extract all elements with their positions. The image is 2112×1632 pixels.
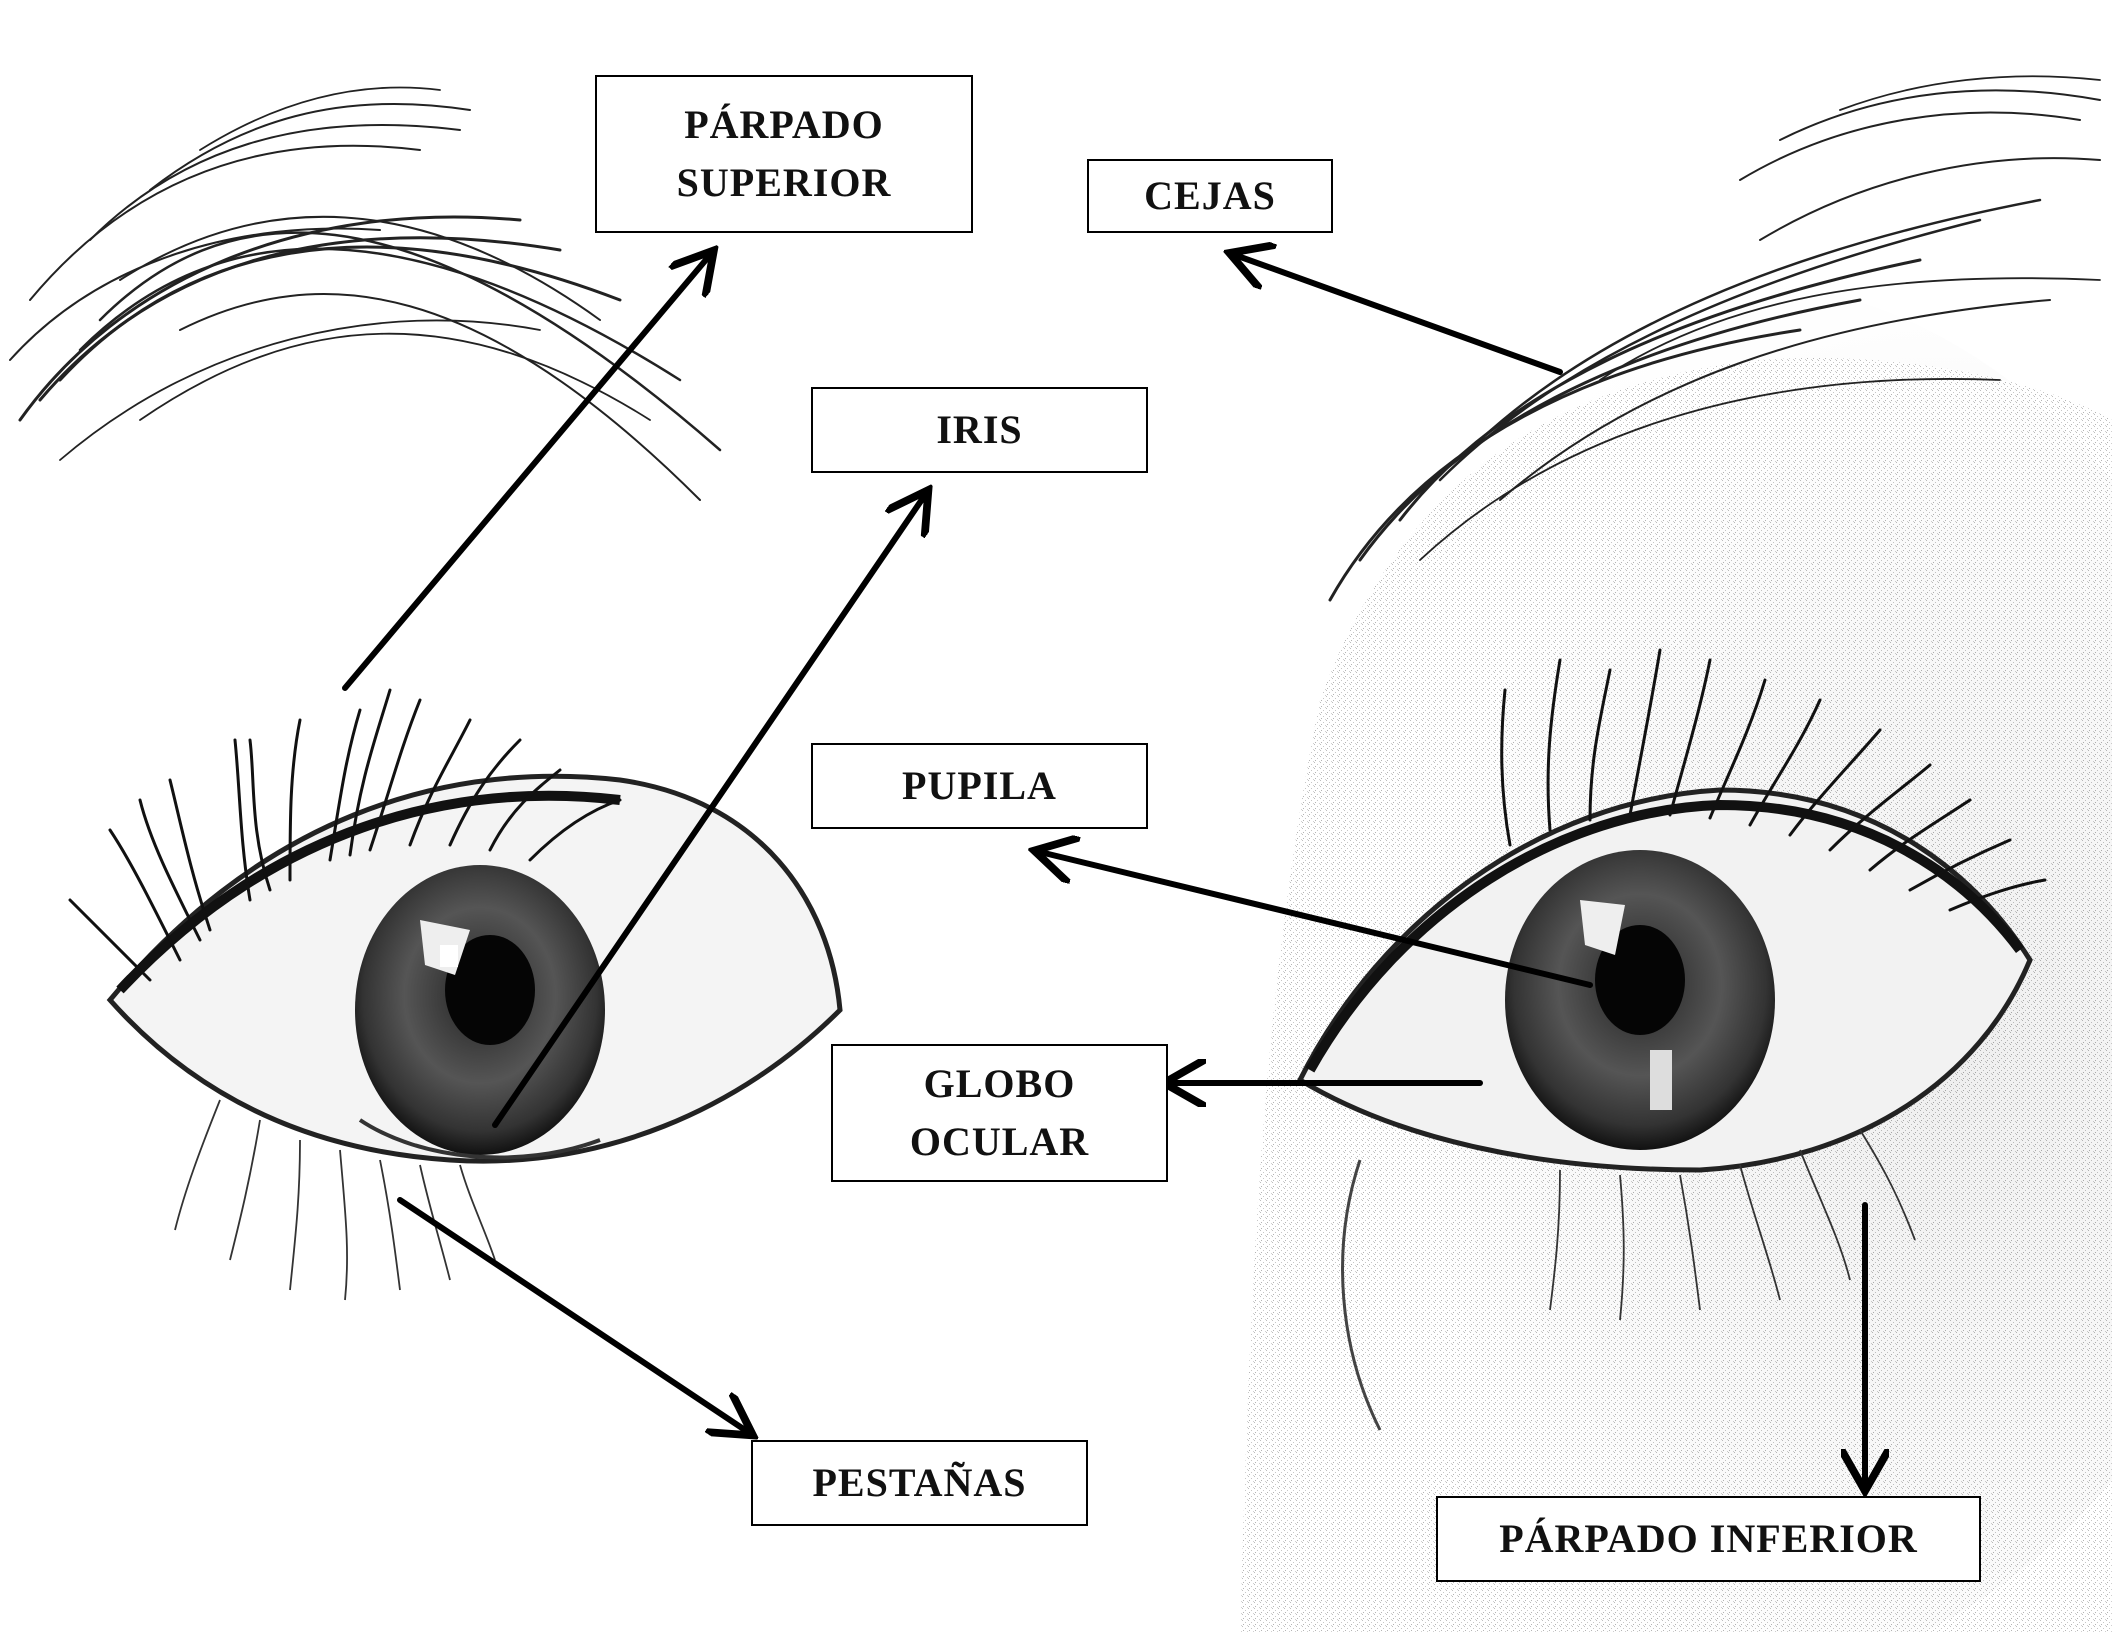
label-iris-text: IRIS bbox=[936, 401, 1022, 459]
label-pestanas: PESTAÑAS bbox=[751, 1440, 1088, 1526]
arrow-parpado-superior bbox=[345, 255, 710, 688]
label-pupila: PUPILA bbox=[811, 743, 1148, 829]
label-parpado-superior-text: PÁRPADO SUPERIOR bbox=[677, 96, 892, 212]
label-globo-ocular-text: GLOBO OCULAR bbox=[910, 1055, 1089, 1171]
label-cejas: CEJAS bbox=[1087, 159, 1333, 233]
label-pestanas-text: PESTAÑAS bbox=[813, 1454, 1027, 1512]
label-parpado-superior: PÁRPADO SUPERIOR bbox=[595, 75, 973, 233]
label-cejas-text: CEJAS bbox=[1144, 167, 1276, 225]
label-iris: IRIS bbox=[811, 387, 1148, 473]
arrow-cejas bbox=[1235, 255, 1560, 372]
left-eye bbox=[70, 690, 840, 1300]
arrow-pestanas bbox=[400, 1200, 748, 1432]
label-parpado-inferior: PÁRPADO INFERIOR bbox=[1436, 1496, 1981, 1582]
label-parpado-inferior-text: PÁRPADO INFERIOR bbox=[1499, 1510, 1918, 1568]
label-globo-ocular: GLOBO OCULAR bbox=[831, 1044, 1168, 1182]
label-pupila-text: PUPILA bbox=[902, 757, 1057, 815]
